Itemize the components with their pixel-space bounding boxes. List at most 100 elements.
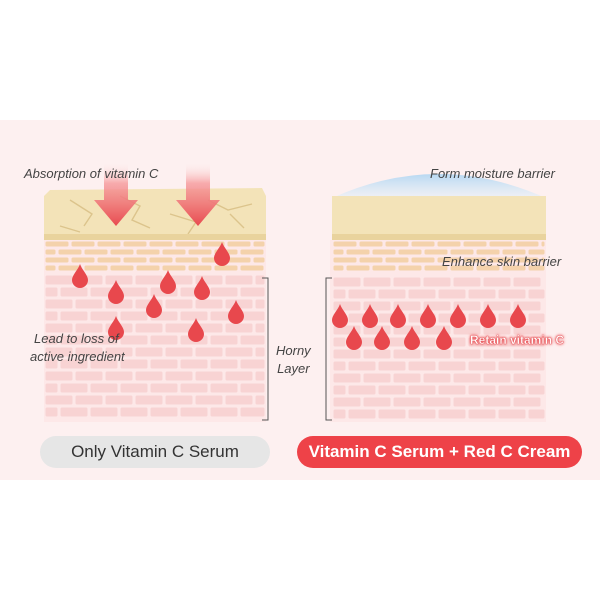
moisture-barrier-dome	[332, 174, 546, 198]
brick	[372, 265, 396, 271]
only-serum-pill: Only Vitamin C Serum	[40, 436, 270, 468]
brick	[60, 287, 88, 297]
brick	[372, 249, 396, 255]
vitamin-droplet	[108, 316, 124, 340]
brick	[165, 299, 193, 309]
brick	[135, 371, 163, 381]
brick	[45, 359, 58, 369]
brick	[45, 299, 73, 309]
brick	[378, 385, 406, 395]
brick	[476, 249, 500, 255]
brick	[162, 265, 186, 271]
brick	[255, 275, 265, 285]
loss-label-line2: active ingredient	[30, 348, 125, 364]
brick	[180, 359, 208, 369]
brick	[97, 257, 121, 263]
brick	[45, 407, 58, 417]
brick	[84, 265, 108, 271]
brick	[363, 277, 391, 287]
right-skin-block	[330, 174, 546, 422]
brick	[90, 407, 118, 417]
brick	[255, 371, 265, 381]
brick	[363, 349, 391, 359]
brick	[385, 257, 409, 263]
right-pink-brick-layer	[333, 277, 545, 419]
brick	[110, 265, 134, 271]
brick	[528, 361, 545, 371]
brick	[393, 373, 421, 383]
brick	[225, 323, 253, 333]
brick	[483, 397, 511, 407]
brick	[438, 361, 466, 371]
brick	[393, 277, 421, 287]
brick	[45, 347, 73, 357]
brick	[195, 347, 223, 357]
brick	[408, 409, 436, 419]
brick	[489, 241, 513, 247]
brick	[45, 311, 58, 321]
brick	[424, 249, 448, 255]
brick	[45, 383, 58, 393]
brick	[348, 289, 376, 299]
brick	[463, 241, 487, 247]
absorption-label: Absorption of vitamin C	[24, 166, 159, 181]
brick	[468, 385, 496, 395]
horny-label-line1: Horny	[276, 343, 311, 358]
horny-layer-bracket-left	[262, 277, 269, 421]
brick	[498, 361, 526, 371]
brick	[393, 301, 421, 311]
brick	[541, 257, 545, 263]
brick	[195, 299, 223, 309]
brick	[105, 347, 133, 357]
brick	[90, 359, 118, 369]
brick	[240, 265, 264, 271]
brick	[120, 311, 148, 321]
brick	[333, 397, 361, 407]
brick	[424, 265, 448, 271]
brick	[513, 325, 541, 335]
brick	[210, 359, 238, 369]
brick	[105, 371, 133, 381]
brick	[105, 275, 133, 285]
brick	[75, 395, 103, 405]
brick	[240, 359, 265, 369]
brick	[240, 287, 265, 297]
vitamin-droplet	[404, 326, 420, 350]
brick	[84, 249, 108, 255]
brick	[450, 249, 474, 255]
brick	[150, 383, 178, 393]
brick	[214, 265, 238, 271]
brick	[378, 289, 406, 299]
brick	[359, 241, 383, 247]
brick	[150, 335, 178, 345]
brick	[333, 265, 344, 271]
brick	[453, 349, 481, 359]
brick	[60, 359, 88, 369]
brick	[136, 249, 160, 255]
brick	[513, 277, 541, 287]
brick	[225, 347, 253, 357]
brick	[227, 257, 251, 263]
brick	[150, 359, 178, 369]
brick	[333, 361, 346, 371]
brick	[513, 397, 541, 407]
brick	[240, 407, 265, 417]
brick	[513, 301, 541, 311]
brick	[438, 289, 466, 299]
vitamin-droplet	[188, 318, 204, 342]
brick	[411, 257, 435, 263]
brick	[210, 335, 238, 345]
vitamin-droplet	[346, 326, 362, 350]
vitamin-droplet	[362, 304, 378, 328]
brick	[438, 385, 466, 395]
right-orange-brick-layer	[333, 241, 545, 271]
brick	[90, 383, 118, 393]
brick	[105, 395, 133, 405]
brick	[437, 257, 461, 263]
brick	[123, 241, 147, 247]
horny-layer-label: Horny Layer	[276, 342, 311, 377]
brick	[515, 241, 539, 247]
brick	[423, 349, 451, 359]
brick	[90, 311, 118, 321]
